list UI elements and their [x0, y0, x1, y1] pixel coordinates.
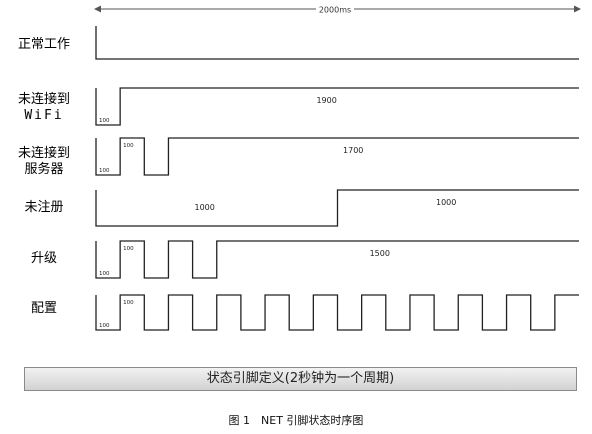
row-label-config: 配置: [30, 301, 57, 316]
duration-arrow: 2000ms: [94, 3, 581, 15]
duration-arrow-head-left: [94, 5, 101, 13]
state-definition-text: 状态引脚定义(2秒钟为一个周期): [206, 371, 395, 386]
figure-caption: 图 1 NET 引脚状态时序图: [228, 414, 364, 427]
state-definition-bar: 状态引脚定义(2秒钟为一个周期): [24, 367, 577, 391]
row-label-unregistered: 未注册: [24, 200, 64, 215]
row-label-normal: 正常工作: [17, 37, 70, 52]
duration-annotation-config-1: 100: [123, 300, 134, 306]
duration-annotation-upgrade-2: 1500: [370, 249, 390, 258]
duration-annotation-wifi-1: 1900: [316, 96, 336, 105]
timing-diagram: 2000ms 100 1900 100 100 1700 1000 1000 100 100 15…: [94, 3, 581, 331]
duration-annotation-server-0: 100: [99, 168, 110, 174]
row-label-upgrade: 升级: [30, 251, 57, 266]
duration-annotation-config-0: 100: [99, 323, 110, 329]
waveform-wifi: [95, 87, 579, 126]
duration-annotation-server-2: 1700: [343, 146, 363, 155]
duration-label: 2000ms: [319, 6, 351, 15]
waveform-server: [95, 137, 579, 176]
waveform-upgrade: [95, 240, 579, 279]
row-label-no-wifi: 未连接到 WiFi: [17, 92, 70, 123]
waveform-normal: [95, 26, 579, 60]
duration-annotation-unregistered-0: 1000: [194, 203, 214, 212]
row-label-no-server: 未连接到 服务器: [17, 146, 70, 177]
duration-arrow-head-right: [574, 5, 581, 13]
waveform-config: [95, 294, 579, 331]
waveforms: 100 1900 100 100 1700 1000 1000 100 100 1500 100 10…: [95, 26, 579, 331]
duration-annotation-upgrade-0: 100: [99, 271, 110, 277]
waveform-unregistered: [95, 189, 579, 227]
duration-annotation-upgrade-1: 100: [123, 246, 134, 252]
duration-annotation-server-1: 100: [123, 143, 134, 149]
duration-annotation-unregistered-1: 1000: [436, 198, 456, 207]
duration-annotation-wifi-0: 100: [99, 118, 110, 124]
